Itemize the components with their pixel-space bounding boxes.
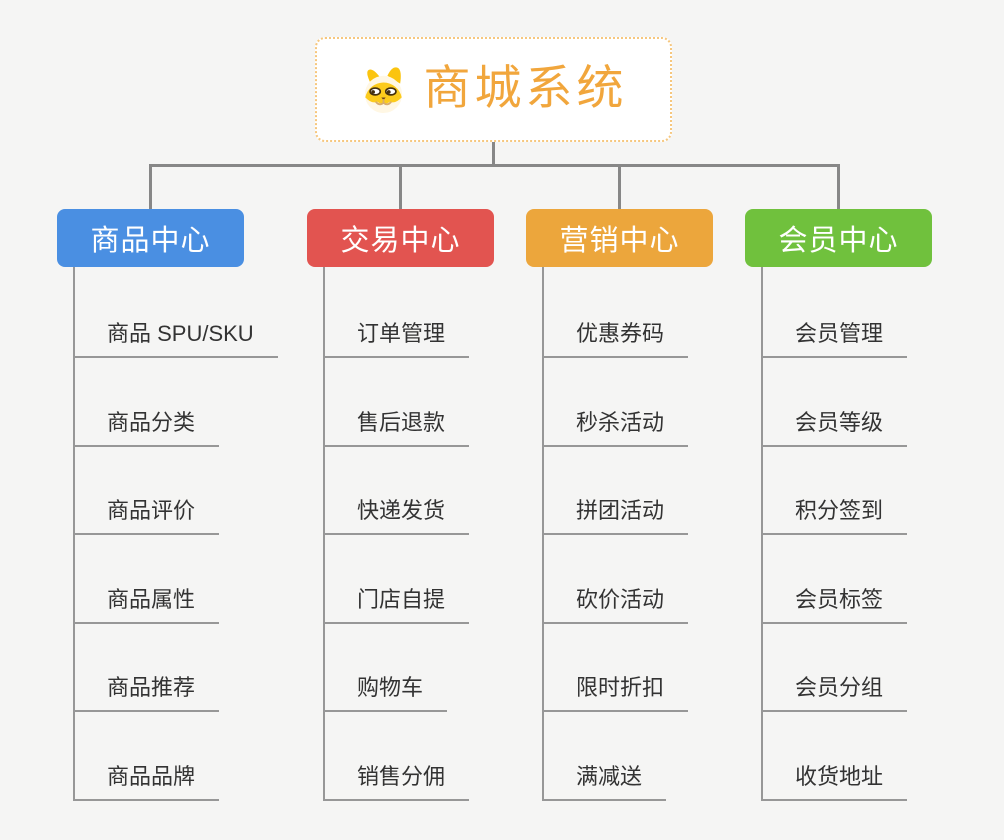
subtopic-label: 优惠券码: [576, 321, 665, 346]
subtopic-member-center-5[interactable]: 会员分组: [761, 670, 908, 712]
subtopic-marketing-center-2[interactable]: 秒杀活动: [542, 405, 689, 447]
subtopic-trade-center-4[interactable]: 门店自提: [323, 582, 470, 624]
shiba-dog-face-icon: [360, 65, 407, 114]
subtopic-label: 商品推荐: [107, 675, 196, 700]
branch-topic-member-center[interactable]: 会员中心: [745, 209, 932, 267]
branch-topic-marketing-center[interactable]: 营销中心: [526, 209, 713, 267]
subtopic-member-center-2[interactable]: 会员等级: [761, 405, 908, 447]
branch-topic-label: 交易中心: [340, 225, 461, 257]
connector-drop-trade-center: [399, 164, 402, 209]
subtopic-marketing-center-5[interactable]: 限时折扣: [542, 670, 689, 712]
connector-drop-product-center: [149, 164, 152, 209]
connector-root-stub: [492, 142, 495, 165]
subtopic-label: 售后退款: [357, 410, 446, 435]
subtopic-marketing-center-3[interactable]: 拼团活动: [542, 493, 689, 535]
subtopic-trade-center-3[interactable]: 快递发货: [323, 493, 470, 535]
subtopic-product-center-1[interactable]: 商品 SPU/SKU: [73, 316, 278, 358]
subtopic-label: 收货地址: [795, 764, 884, 789]
subtopic-label: 会员管理: [795, 321, 884, 346]
subtopic-trade-center-6[interactable]: 销售分佣: [323, 759, 470, 801]
subtopic-label: 秒杀活动: [576, 410, 665, 435]
subtopic-label: 会员等级: [795, 410, 884, 435]
subtopic-label: 会员分组: [795, 675, 884, 700]
subtopic-label: 商品属性: [107, 587, 196, 612]
branch-topic-label: 营销中心: [559, 225, 680, 257]
branch-topic-label: 商品中心: [90, 225, 211, 257]
subtopic-product-center-3[interactable]: 商品评价: [73, 493, 220, 535]
subtopic-trade-center-2[interactable]: 售后退款: [323, 405, 470, 447]
subtopic-product-center-2[interactable]: 商品分类: [73, 405, 220, 447]
connector-horizontal-rail: [149, 164, 840, 167]
subtopic-label: 订单管理: [357, 321, 446, 346]
subtopic-product-center-5[interactable]: 商品推荐: [73, 670, 220, 712]
subtopic-product-center-4[interactable]: 商品属性: [73, 582, 220, 624]
subtopic-label: 商品评价: [107, 498, 196, 523]
subtopic-member-center-6[interactable]: 收货地址: [761, 759, 908, 801]
branch-topic-trade-center[interactable]: 交易中心: [307, 209, 494, 267]
subtopic-label: 门店自提: [357, 587, 446, 612]
subtopic-trade-center-1[interactable]: 订单管理: [323, 316, 470, 358]
subtopic-label: 拼团活动: [576, 498, 665, 523]
subtopic-label: 积分签到: [795, 498, 884, 523]
subtopic-marketing-center-1[interactable]: 优惠券码: [542, 316, 689, 358]
subtopic-label: 商品品牌: [107, 764, 196, 789]
branch-topic-product-center[interactable]: 商品中心: [57, 209, 244, 267]
connector-drop-marketing-center: [618, 164, 621, 209]
subtopic-marketing-center-6[interactable]: 满减送: [542, 759, 667, 801]
subtopic-member-center-3[interactable]: 积分签到: [761, 493, 908, 535]
subtopic-label: 砍价活动: [576, 587, 665, 612]
subtopic-label: 商品分类: [107, 410, 196, 435]
connector-drop-member-center: [837, 164, 840, 209]
subtopic-label: 商品 SPU/SKU: [107, 321, 254, 346]
subtopic-member-center-4[interactable]: 会员标签: [761, 582, 908, 624]
subtopic-product-center-6[interactable]: 商品品牌: [73, 759, 220, 801]
subtopic-label: 限时折扣: [576, 675, 665, 700]
subtopic-label: 会员标签: [795, 587, 884, 612]
subtopic-label: 快递发货: [357, 498, 446, 523]
subtopic-label: 购物车: [357, 675, 424, 700]
subtopic-label: 满减送: [576, 764, 643, 789]
root-topic-label: 商城系统: [423, 61, 628, 114]
subtopic-trade-center-5[interactable]: 购物车: [323, 670, 448, 712]
subtopic-label: 销售分佣: [357, 764, 446, 789]
root-topic[interactable]: 商城系统: [315, 37, 672, 142]
subtopic-member-center-1[interactable]: 会员管理: [761, 316, 908, 358]
branch-topic-label: 会员中心: [778, 225, 899, 257]
subtopic-marketing-center-4[interactable]: 砍价活动: [542, 582, 689, 624]
